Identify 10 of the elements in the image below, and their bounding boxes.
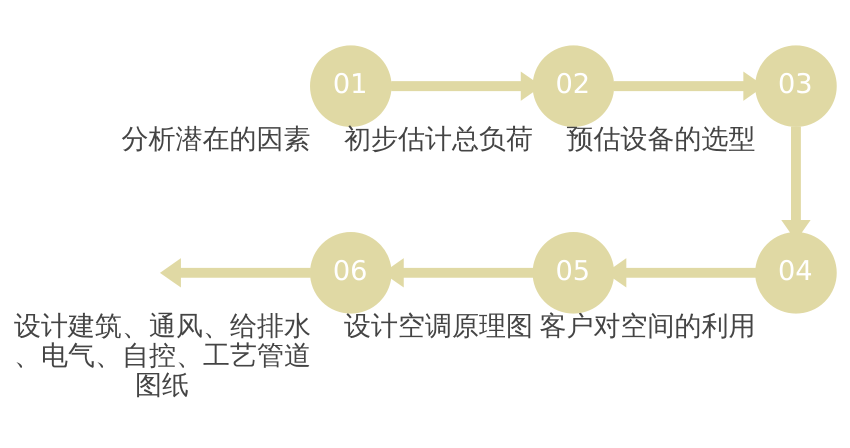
node-circle: 02 [532, 45, 614, 127]
node-label: 初步估计总负荷 [344, 124, 534, 156]
node-circle: 06 [310, 232, 392, 314]
node-label: 分析潜在的因素 [122, 124, 311, 156]
node-label: 预估设备的选型 [566, 124, 756, 156]
node-circle: 04 [755, 232, 837, 314]
arrow [160, 258, 310, 288]
node-circle: 03 [755, 45, 837, 127]
node-circle: 01 [310, 45, 392, 127]
node-label: 设计建筑、通风、给排水、电气、自控、工艺管道图纸 [14, 310, 311, 402]
